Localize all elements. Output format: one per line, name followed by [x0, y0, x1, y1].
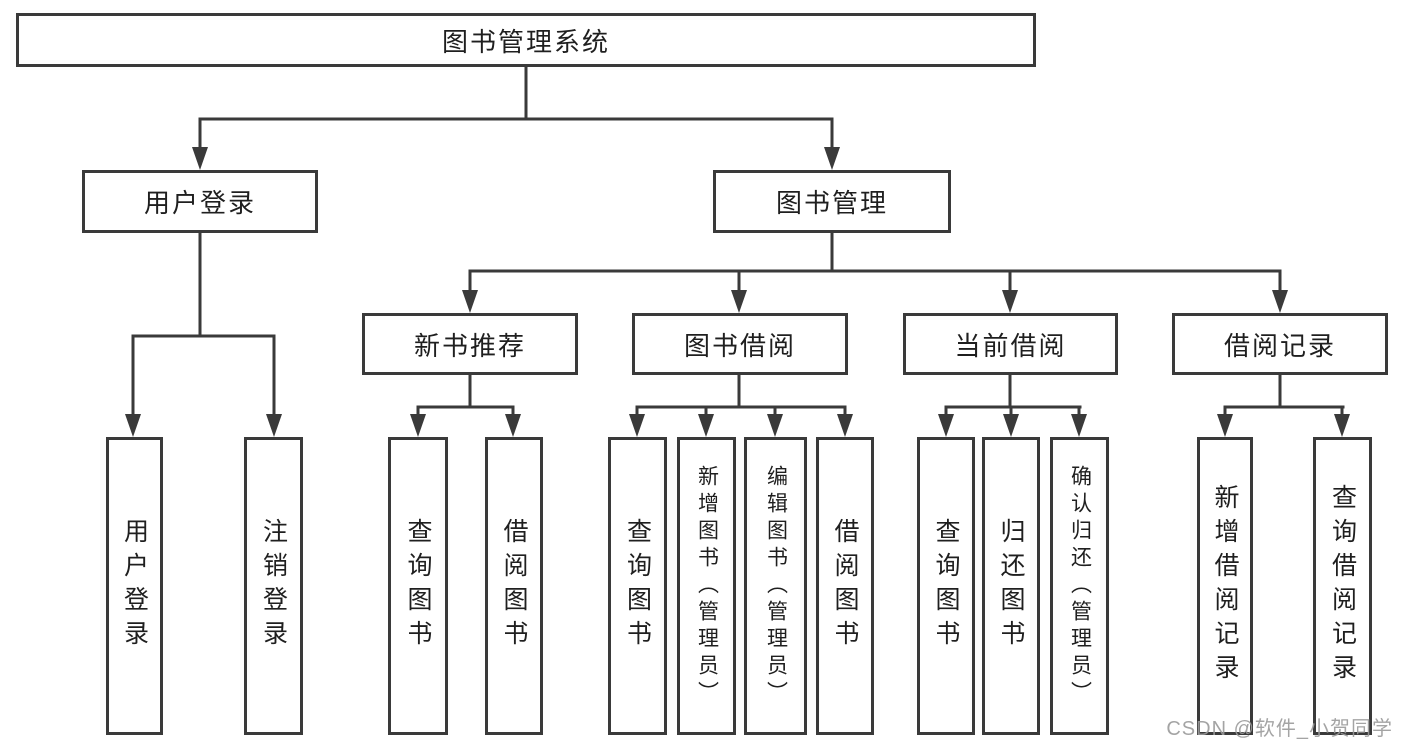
node-user-login: 用户登录 — [82, 170, 318, 233]
node-root: 图书管理系统 — [16, 13, 1036, 67]
watermark: CSDN @软件_小贺同学 — [1166, 718, 1393, 740]
leaf-add-borrow-record: 新增借阅记录 — [1197, 437, 1253, 735]
node-new-book-recommend: 新书推荐 — [362, 313, 578, 375]
node-borrowing-records: 借阅记录 — [1172, 313, 1388, 375]
leaf-query-books-recommend: 查询图书 — [388, 437, 448, 735]
leaf-query-borrow-record: 查询借阅记录 — [1313, 437, 1372, 735]
leaf-borrow-books-recommend: 借阅图书 — [485, 437, 543, 735]
leaf-borrow-books-borrowing: 借阅图书 — [816, 437, 874, 735]
node-book-borrowing: 图书借阅 — [632, 313, 848, 375]
leaf-edit-books-admin: 编辑图书（管理员） — [744, 437, 807, 735]
leaf-query-books-current: 查询图书 — [917, 437, 975, 735]
leaf-confirm-return-admin: 确认归还（管理员） — [1050, 437, 1109, 735]
node-book-management: 图书管理 — [713, 170, 951, 233]
leaf-logout-login: 注销登录 — [244, 437, 303, 735]
leaf-add-books-admin: 新增图书（管理员） — [677, 437, 736, 735]
leaf-user-login: 用户登录 — [106, 437, 163, 735]
node-current-borrowing: 当前借阅 — [903, 313, 1118, 375]
leaf-query-books-borrowing: 查询图书 — [608, 437, 667, 735]
leaf-return-books: 归还图书 — [982, 437, 1040, 735]
